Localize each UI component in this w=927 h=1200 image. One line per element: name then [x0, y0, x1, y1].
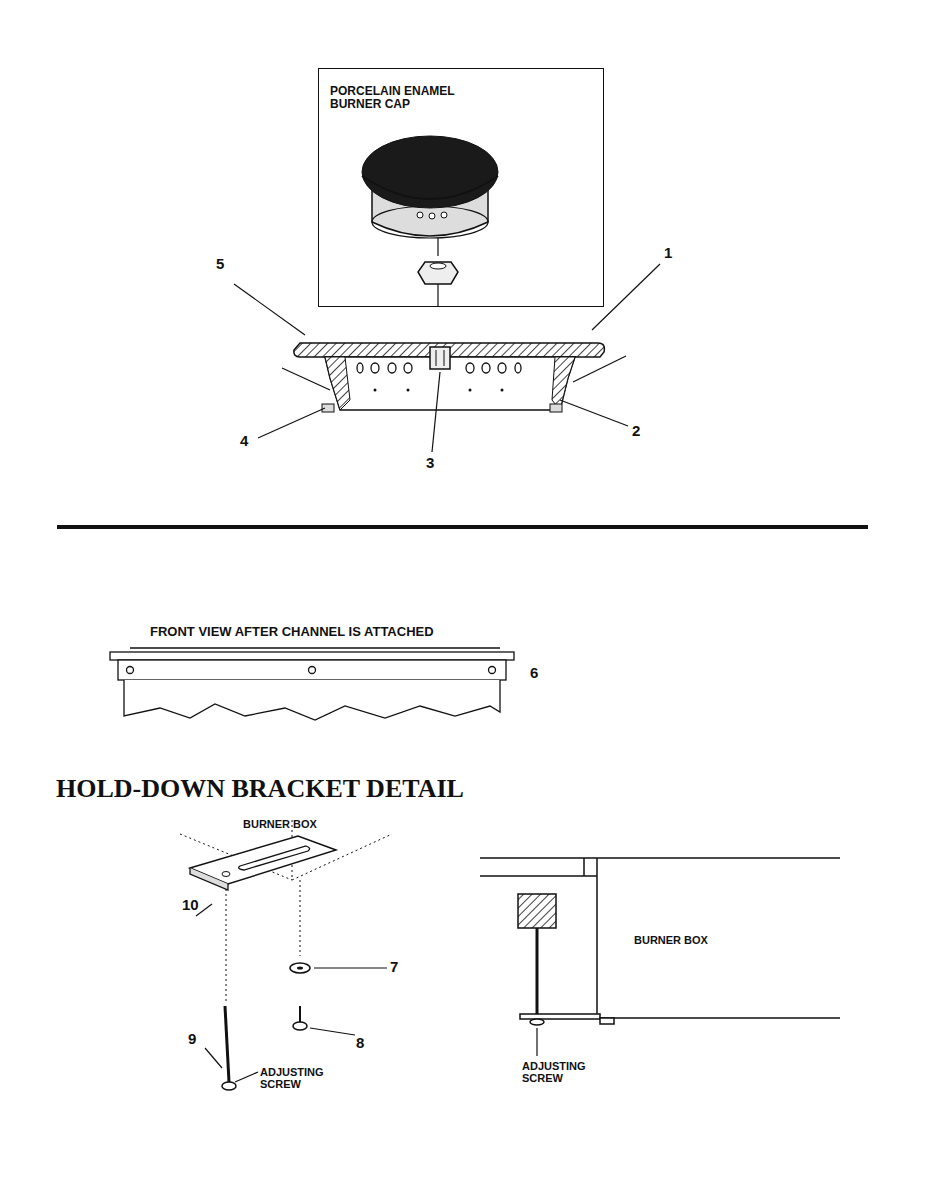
- front-view-channel: [110, 648, 514, 720]
- part-name: ADJUSTING SCREW: [522, 1060, 600, 1084]
- divider-rule: [57, 525, 868, 529]
- burner-box-side-view: [480, 858, 840, 1056]
- section-heading: HOLD-DOWN BRACKET DETAIL: [56, 774, 464, 803]
- part-name: BURNER BOX: [243, 818, 317, 830]
- leader-lines: [234, 264, 660, 452]
- callout-number: 3: [426, 454, 434, 471]
- callout-number: 1: [664, 244, 672, 261]
- view-caption: FRONT VIEW AFTER CHANNEL IS ATTACHED: [150, 625, 434, 639]
- part-name: BURNER BOX: [634, 934, 708, 946]
- burner-section: [294, 343, 605, 412]
- part-name: ADJUSTING SCREW: [260, 1066, 338, 1090]
- callout-number: 8: [356, 1034, 364, 1051]
- part-name: PORCELAIN ENAMEL BURNER CAP: [330, 85, 470, 111]
- callout-number: 5: [216, 255, 224, 272]
- burner-cap: [362, 136, 498, 306]
- callout-number: 6: [530, 664, 538, 681]
- callout-number: 7: [390, 958, 398, 975]
- callout-number: 9: [188, 1030, 196, 1047]
- callout-number: 10: [182, 896, 199, 913]
- callout-number: 2: [632, 422, 640, 439]
- callout-number: 4: [240, 432, 248, 449]
- inset-frame: PORCELAIN ENAMEL BURNER CAP: [318, 68, 604, 307]
- hold-down-bracket: [180, 820, 392, 1090]
